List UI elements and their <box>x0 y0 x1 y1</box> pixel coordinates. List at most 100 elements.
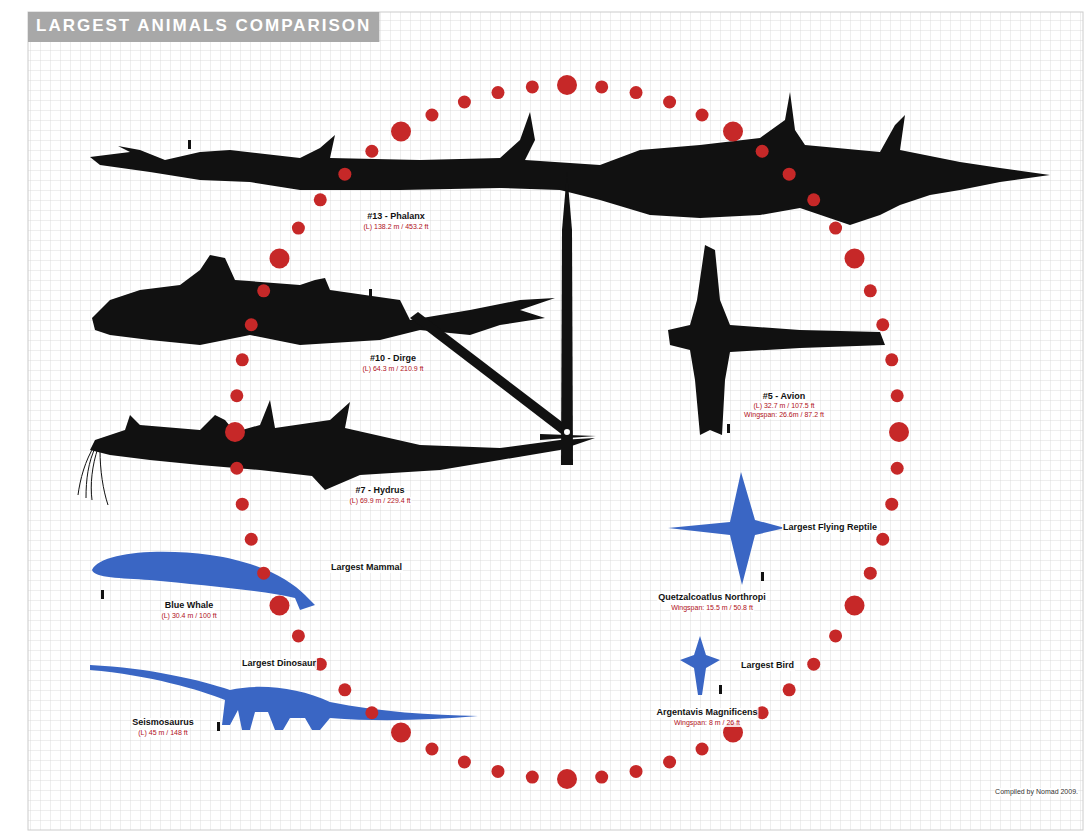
dial-dot <box>663 756 676 769</box>
dial-dot <box>365 706 378 719</box>
label-name: Largest Dinosaur <box>241 659 317 669</box>
dial-dot <box>236 353 249 366</box>
hydrus-silhouette <box>90 400 595 490</box>
dial-dot <box>491 765 504 778</box>
hour-hand <box>410 312 570 436</box>
dial-dot <box>425 743 438 756</box>
dial-dot <box>630 765 643 778</box>
dial-dot <box>245 533 258 546</box>
avion-silhouette <box>668 245 885 435</box>
label-name: Seismosaurus <box>131 718 195 728</box>
title-band <box>28 12 379 42</box>
dial-dot <box>783 683 796 696</box>
hydrus-whiskers <box>78 445 108 505</box>
dial-dot <box>696 743 709 756</box>
page-title: LARGEST ANIMALS COMPARISON <box>28 13 379 40</box>
dial-dot <box>557 769 577 789</box>
dial-dot <box>807 658 820 671</box>
dial-dot <box>885 353 898 366</box>
hand-pivot <box>563 428 571 436</box>
dial-dot <box>630 86 643 99</box>
dial-dot <box>876 533 889 546</box>
dial-dot <box>845 596 865 616</box>
minute-hand <box>561 172 573 465</box>
label-name: #5 - Avion <box>762 392 806 402</box>
dial-dot <box>314 193 327 206</box>
label-name: #7 - Hydrus <box>354 486 405 496</box>
dial-dot <box>891 389 904 402</box>
clock-dial-dots <box>225 75 909 789</box>
dial-dot <box>723 121 743 141</box>
label-dimension: Wingspan: 8 m / 26 ft <box>673 719 741 727</box>
label-name: Argentavis Magnificens <box>655 708 758 718</box>
label-dimension: (L) 138.2 m / 453.2 ft <box>363 223 430 231</box>
dial-dot <box>756 145 769 158</box>
human-scale-figures <box>101 140 764 731</box>
credit-caption: Compiled by Nomad 2009. <box>995 788 1078 796</box>
grid-canvas <box>28 12 1083 830</box>
clock-hands <box>410 172 596 465</box>
label-dimension: (L) 64.3 m / 210.9 ft <box>361 365 424 373</box>
label-dimension: (L) 45 m / 148 ft <box>137 729 188 737</box>
dial-dot <box>526 771 539 784</box>
label-name: Largest Flying Reptile <box>782 523 878 533</box>
quetzalcoatlus-silhouette <box>668 472 785 585</box>
label-dimension: Wingspan: 26.6m / 87.2 ft <box>743 411 825 419</box>
creature-silhouettes <box>90 92 1050 731</box>
dial-dot <box>338 683 351 696</box>
dial-dot <box>885 498 898 511</box>
label-name: Quetzalcoatlus Northropi <box>657 593 767 603</box>
label-name: #10 - Dirge <box>369 354 417 364</box>
dial-dot <box>663 95 676 108</box>
dial-dot <box>292 222 305 235</box>
dial-dot <box>257 567 270 580</box>
dial-dot <box>864 567 877 580</box>
dial-dot <box>391 121 411 141</box>
dial-dot <box>595 771 608 784</box>
dial-dot <box>425 108 438 121</box>
dial-dot <box>891 462 904 475</box>
dial-dot <box>889 422 909 442</box>
label-dimension: (L) 32.7 m / 107.5 ft <box>752 402 815 410</box>
dial-dot <box>292 629 305 642</box>
dial-dot <box>245 318 258 331</box>
label-dimension: (L) 30.4 m / 100 ft <box>160 612 217 620</box>
dial-dot <box>696 108 709 121</box>
dial-dot <box>365 145 378 158</box>
phalanx-silhouette <box>90 92 1050 225</box>
dial-dot <box>225 422 245 442</box>
label-dimension: Wingspan: 15.5 m / 50.8 ft <box>670 604 754 612</box>
dial-dot <box>845 249 865 269</box>
dial-dot <box>595 80 608 93</box>
dial-dot <box>269 249 289 269</box>
label-name: Largest Bird <box>740 661 795 671</box>
seismosaurus-silhouette <box>90 665 478 730</box>
dial-dot <box>230 462 243 475</box>
label-dimension: (L) 69.9 m / 229.4 ft <box>348 497 411 505</box>
dial-dot <box>458 756 471 769</box>
dial-dot <box>491 86 504 99</box>
dirge-silhouette <box>92 255 555 345</box>
dial-dot <box>458 95 471 108</box>
dial-dot <box>864 284 877 297</box>
label-name: #13 - Phalanx <box>366 212 426 222</box>
dial-dot <box>807 193 820 206</box>
dial-dot <box>230 389 243 402</box>
dial-dot <box>783 168 796 181</box>
dial-dot <box>557 75 577 95</box>
dial-dot <box>829 222 842 235</box>
dial-dot <box>269 596 289 616</box>
dial-dot <box>391 723 411 743</box>
label-name: Blue Whale <box>164 601 215 611</box>
dial-dot <box>257 284 270 297</box>
dial-dot <box>876 318 889 331</box>
dial-dot <box>236 498 249 511</box>
label-name: Largest Mammal <box>330 563 403 573</box>
real-animal-silhouettes <box>90 472 785 730</box>
dial-dot <box>338 168 351 181</box>
dial-dot <box>829 629 842 642</box>
argentavis-silhouette <box>680 636 720 695</box>
dial-dot <box>526 80 539 93</box>
